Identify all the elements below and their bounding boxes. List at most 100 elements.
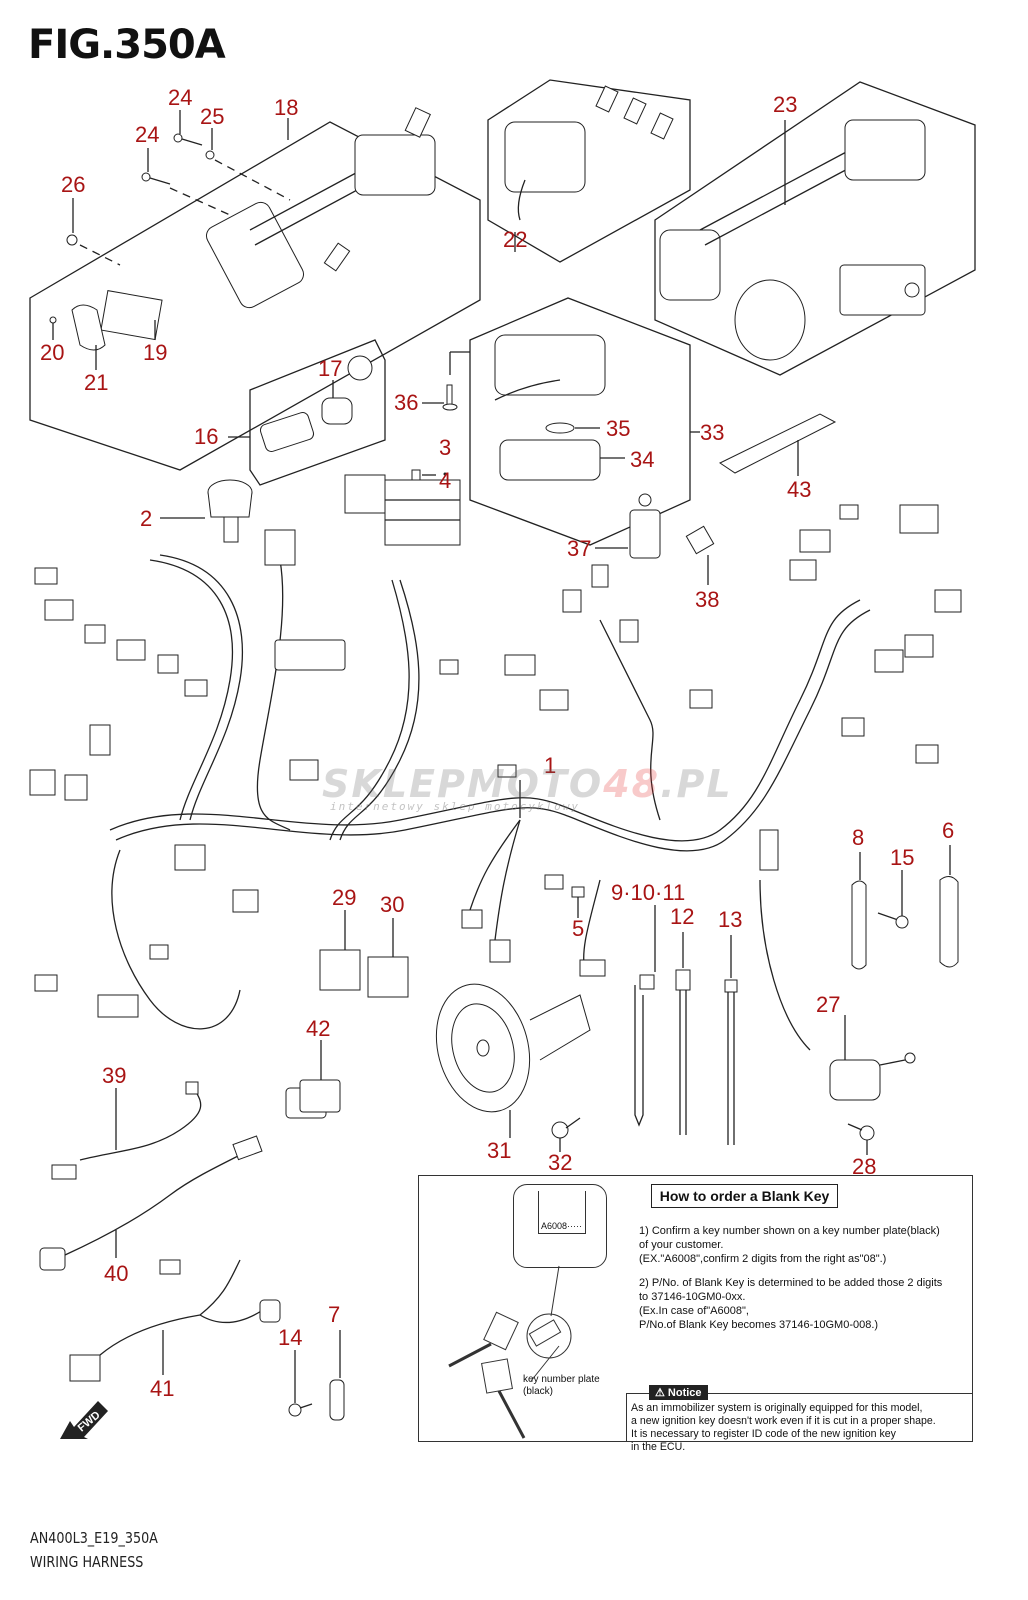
callout-6: 6	[942, 818, 954, 843]
callout-39: 39	[102, 1063, 126, 1088]
callout-7: 7	[328, 1302, 340, 1327]
key-plate-label: key number plate (black)	[523, 1374, 600, 1398]
sub-harness-40	[39, 1135, 263, 1271]
callout-19: 19	[143, 340, 167, 365]
connector	[562, 589, 582, 613]
step-1: 1) Confirm a key number shown on a key n…	[639, 1224, 969, 1266]
key-icon	[448, 1311, 519, 1368]
assembly-box-33	[422, 297, 700, 546]
watermark-brand-part3: .PL	[660, 762, 733, 806]
callout-41: 41	[150, 1376, 174, 1401]
callout-22: 22	[503, 227, 527, 252]
assembly-box-18	[29, 107, 481, 471]
callout-21: 21	[84, 370, 108, 395]
connector	[759, 829, 779, 871]
notice-line-3: It is necessary to register ID code of t…	[631, 1428, 896, 1440]
notice-box: ⚠ Notice As an immobilizer system is ori…	[626, 1385, 973, 1453]
callout-33: 33	[700, 420, 724, 445]
figure-code: AN400L3_E19_350A	[30, 1529, 158, 1547]
bolt-24a	[173, 133, 203, 146]
callout-37: 37	[567, 536, 591, 561]
bolt-28	[847, 1123, 875, 1155]
sub-harness-41	[69, 1259, 281, 1382]
connector	[619, 619, 639, 643]
blank-key-steps: 1) Confirm a key number shown on a key n…	[639, 1224, 969, 1342]
watermark-subtitle: internetowy sklep motocyklowy	[330, 800, 581, 813]
nut-26	[66, 234, 78, 246]
assembly-box-22	[487, 79, 691, 263]
connector	[579, 959, 606, 977]
callout-8: 8	[852, 825, 864, 850]
callout-14: 14	[278, 1325, 302, 1350]
callout-17: 17	[318, 356, 342, 381]
connector	[904, 634, 934, 658]
connector	[789, 559, 817, 581]
sensor-42	[285, 1040, 341, 1119]
key-plate-balloon: A6008·····	[513, 1184, 607, 1268]
step-1-line-2: of your customer.	[639, 1239, 724, 1251]
connector	[264, 529, 296, 566]
figure-name: WIRING HARNESS	[30, 1553, 144, 1571]
connector	[184, 679, 208, 697]
callout-5: 5	[572, 916, 584, 941]
step-2: 2) P/No. of Blank Key is determined to b…	[639, 1276, 969, 1332]
assembly-box-16	[228, 339, 386, 486]
callout-26: 26	[61, 172, 85, 197]
callout-32: 32	[548, 1150, 572, 1175]
connector	[34, 567, 58, 585]
part-5	[571, 886, 585, 918]
callout-31: 31	[487, 1138, 511, 1163]
connector	[544, 874, 564, 890]
clamp-6	[939, 845, 959, 968]
connector	[64, 774, 88, 801]
assembly-box-23	[654, 81, 976, 376]
label-sticker-43	[718, 413, 837, 476]
watermark: SKLEPMOTO48.PL	[322, 762, 733, 806]
relay-30	[367, 918, 409, 998]
callout-16: 16	[194, 424, 218, 449]
forward-direction-indicator: FWD	[58, 1395, 110, 1448]
callout-29: 29	[332, 885, 356, 910]
callout-43: 43	[787, 477, 811, 502]
plate-7	[329, 1330, 345, 1421]
screw-20	[49, 316, 57, 324]
step-1-line-1: 1) Confirm a key number shown on a key n…	[639, 1225, 940, 1237]
connector-19	[100, 290, 163, 341]
connector	[461, 909, 483, 929]
connector	[174, 844, 206, 871]
callout-4: 4	[439, 468, 451, 493]
sub-harness-39	[51, 1081, 202, 1180]
key-icon	[481, 1358, 526, 1439]
step-1-line-3: (EX."A6008",confirm 2 digits from the ri…	[639, 1253, 887, 1265]
main-wiring-harness-1	[29, 504, 962, 1051]
key-plate-label-line2: (black)	[523, 1386, 554, 1397]
connector	[689, 689, 713, 709]
connector	[497, 764, 517, 778]
fuse-and-fuse-box	[344, 469, 461, 546]
grommet-2	[160, 479, 253, 543]
tie-12	[675, 932, 691, 1135]
tie-13	[724, 935, 738, 1145]
notice-line-4: in the ECU.	[631, 1441, 686, 1453]
callout-27: 27	[816, 992, 840, 1017]
connector	[439, 659, 459, 675]
figure-title: FIG.350A	[28, 22, 226, 68]
connector	[97, 994, 139, 1018]
connector	[504, 654, 536, 676]
step-2-line-2: to 37146-10GM0-0xx.	[639, 1291, 746, 1303]
relay-29	[319, 910, 361, 991]
connector	[799, 529, 831, 553]
connector	[539, 689, 569, 711]
callout-38: 38	[695, 587, 719, 612]
watermark-brand-part2: 48	[603, 762, 661, 806]
step-2-line-1: 2) P/No. of Blank Key is determined to b…	[639, 1277, 943, 1289]
connector	[289, 759, 319, 781]
callout-30: 30	[380, 892, 404, 917]
callout-13: 13	[718, 907, 742, 932]
connector	[899, 504, 939, 534]
plate-21	[71, 304, 106, 351]
callout-2: 2	[140, 506, 152, 531]
callout-24b: 24	[135, 122, 159, 147]
notice-line-2: a new ignition key doesn't work even if …	[631, 1415, 936, 1427]
connector	[489, 939, 511, 963]
